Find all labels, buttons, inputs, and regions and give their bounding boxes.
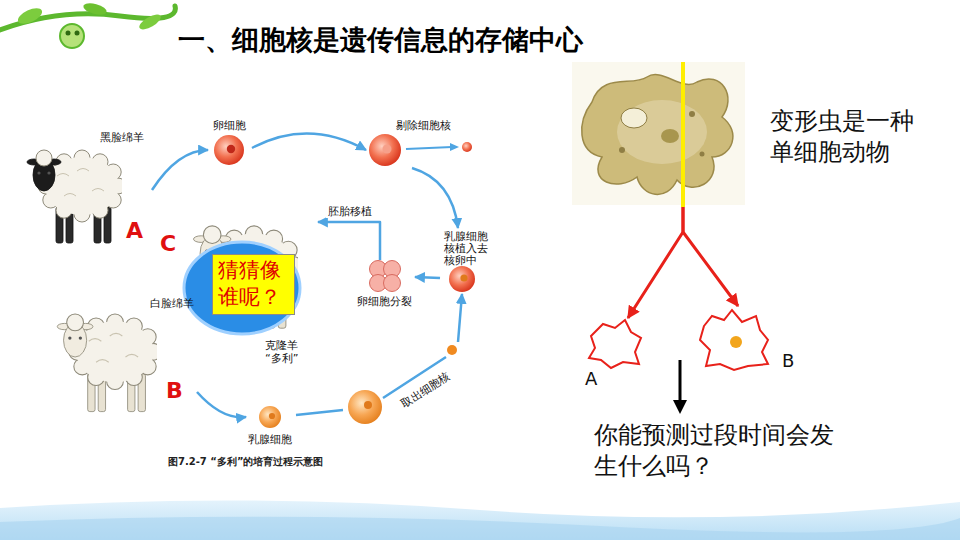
dividing-egg: 卵细胞分裂 [355, 260, 415, 311]
drawn-circle [619, 147, 625, 153]
amoeba: 变形虫是一种 单细胞动物 [572, 62, 932, 207]
step-label: 卵细胞分裂 [357, 294, 412, 309]
drawn-circle [79, 336, 82, 339]
drawn-circle [75, 31, 80, 36]
flow-arrow [628, 207, 683, 318]
edge-label: 取出细胞核 [397, 368, 454, 411]
drawn-ellipse [45, 157, 119, 215]
drawn-ellipse [82, 1, 108, 17]
drawn-circle [37, 171, 40, 174]
drawn-circle [203, 226, 221, 244]
fused-egg: 乳腺细胞 核植入去 核卵中 [440, 228, 502, 294]
bubble-text: 猜猜像 谁呢？ [212, 254, 295, 315]
drawn-svg [572, 62, 747, 207]
flow-arrow [197, 392, 246, 417]
step-label: 剔除细胞核 [396, 118, 451, 133]
drawn-circle [460, 274, 467, 281]
question-bubble: 猜猜像 谁呢？ [182, 240, 302, 336]
step-label: 乳腺细胞 核植入去 核卵中 [444, 231, 495, 267]
drawn-circle [67, 314, 84, 331]
drawn-path [673, 400, 687, 414]
flow-arrow [415, 277, 440, 278]
group-letter: C [160, 231, 176, 256]
drawn-line [406, 147, 452, 149]
fragment-letter: A [585, 368, 597, 389]
sheep-label: 黑脸绵羊 [100, 130, 144, 145]
drawn-path [582, 75, 733, 195]
group-letter: B [166, 378, 183, 403]
sheep-label: 白脸绵羊 [150, 296, 194, 311]
description-text: 变形虫是一种 单细胞动物 [770, 106, 924, 168]
drawn-svg [22, 131, 122, 246]
drawn-path [589, 320, 641, 368]
black-face-sheep: 黑脸绵羊 A [22, 126, 152, 248]
flow-arrow [152, 150, 208, 190]
drawn-circle [47, 171, 50, 174]
mammary-cell: 乳腺细胞 [246, 405, 296, 451]
drawn-ellipse [137, 12, 163, 33]
amoeba-fragment: B [698, 306, 804, 376]
drawn-path [0, 500, 960, 540]
drawn-circle [369, 134, 401, 166]
edge-label: 胚胎移植 [326, 205, 374, 218]
drawn-circle [384, 275, 401, 292]
drawn-svg [52, 294, 157, 415]
egg-cell: 卵细胞 [208, 118, 252, 166]
drawn-circle [66, 31, 71, 36]
drawn-path [89, 333, 138, 362]
drawn-circle [259, 406, 281, 428]
flow-arrow [412, 168, 458, 228]
drawn-circle [364, 401, 372, 409]
flow-arrow [252, 133, 366, 150]
drawn-circle [447, 345, 457, 355]
cell-label: 乳腺细胞 [246, 432, 294, 447]
drawn-circle [383, 145, 392, 154]
drawn-path [700, 310, 768, 370]
flow-arrow [318, 222, 380, 260]
cell-label: 卵细胞 [208, 118, 250, 133]
drawn-path [57, 169, 104, 197]
drawn-line [681, 62, 685, 207]
drawn-circle [348, 390, 382, 424]
amoeba-fragment: A [583, 318, 647, 394]
drawn-circle [60, 24, 84, 48]
figure-caption: 图7.2-7 “多利”的培育过程示意图 [168, 455, 323, 469]
drawn-rect [572, 62, 745, 205]
white-face-sheep: 白脸绵羊 B [52, 290, 197, 408]
sheep-label: 克隆羊 “多利” [262, 339, 302, 365]
question-text: 你能预测过段时间会发 生什么吗？ [594, 420, 846, 482]
drawn-circle [269, 413, 275, 419]
drawn-ellipse [16, 5, 45, 27]
drawn-ellipse [621, 108, 647, 128]
drawn-ellipse [617, 100, 707, 164]
drawn-ellipse [76, 321, 154, 382]
drawn-path [450, 143, 459, 151]
drawn-ellipse [661, 129, 679, 143]
drawn-line [679, 360, 682, 402]
drawn-path [0, 517, 960, 540]
drawn-circle [68, 336, 71, 339]
drawn-circle [214, 135, 244, 165]
drawn-circle [730, 336, 742, 348]
fragment-letter: B [782, 350, 794, 371]
drawn-circle [689, 111, 695, 117]
enucleated-egg: 剔除细胞核 [366, 116, 476, 168]
drawn-circle [462, 142, 472, 152]
drawn-circle [227, 145, 235, 153]
group-letter: A [126, 218, 143, 243]
drawn-circle [700, 152, 705, 157]
flow-arrow [683, 207, 738, 306]
drawn-ellipse [184, 242, 300, 334]
flow-arrow [296, 294, 462, 415]
slide-title: 一、细胞核是遗传信息的存储中心 [178, 22, 583, 58]
drawn-circle [36, 150, 52, 166]
drawn-circle [449, 266, 475, 292]
